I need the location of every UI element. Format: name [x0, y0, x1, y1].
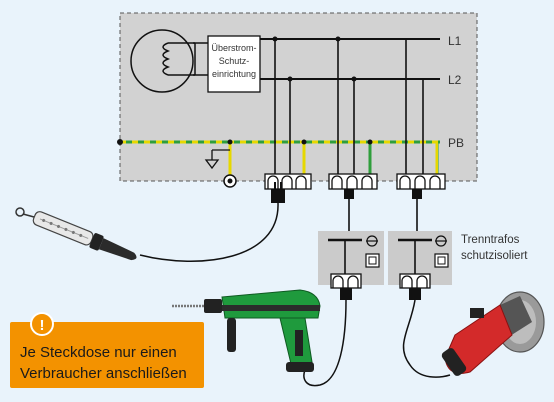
warning-text-line2: Verbraucher anschließen	[20, 365, 187, 382]
trafo-label-line1: Trenntrafos	[461, 234, 520, 246]
socket-1	[264, 173, 312, 190]
trafo-label-line2: schutzisoliert	[461, 250, 528, 262]
drill-image	[172, 289, 321, 372]
socket-2	[328, 173, 378, 190]
warning-text: Je Steckdose nur einen Verbraucher ansch…	[20, 342, 202, 384]
isolation-transformer-2	[388, 231, 452, 300]
distribution-enclosure	[119, 12, 478, 182]
pb-junction-left	[117, 139, 123, 145]
drill-cable	[303, 299, 347, 387]
plug-1	[271, 182, 285, 203]
earth-symbol	[204, 139, 237, 188]
isolation-transformer-1	[318, 231, 384, 300]
protection-label-line3: einrichtung	[212, 69, 256, 79]
label-l2: L2	[448, 73, 462, 87]
grinder-cable	[402, 299, 451, 378]
work-lamp-image	[15, 207, 137, 261]
socket-3	[396, 173, 446, 190]
protection-label-line2: Schutz-	[219, 56, 250, 66]
warning-box: ! Je Steckdose nur einen Verbraucher ans…	[10, 312, 204, 388]
overcurrent-protection-box: Überstrom- Schutz- einrichtung	[207, 35, 261, 93]
exclamation-icon: !	[30, 312, 54, 336]
bus-junctions	[272, 36, 373, 145]
socket-feeds	[274, 39, 424, 178]
protection-label-line1: Überstrom-	[211, 43, 256, 53]
label-pb: PB	[448, 136, 464, 150]
angle-grinder-image	[441, 291, 545, 376]
lamp-cable	[139, 202, 279, 262]
generator-symbol	[130, 29, 208, 93]
warning-text-line1: Je Steckdose nur einen	[20, 344, 177, 361]
label-l1: L1	[448, 34, 462, 48]
pe-feeds	[302, 142, 439, 178]
